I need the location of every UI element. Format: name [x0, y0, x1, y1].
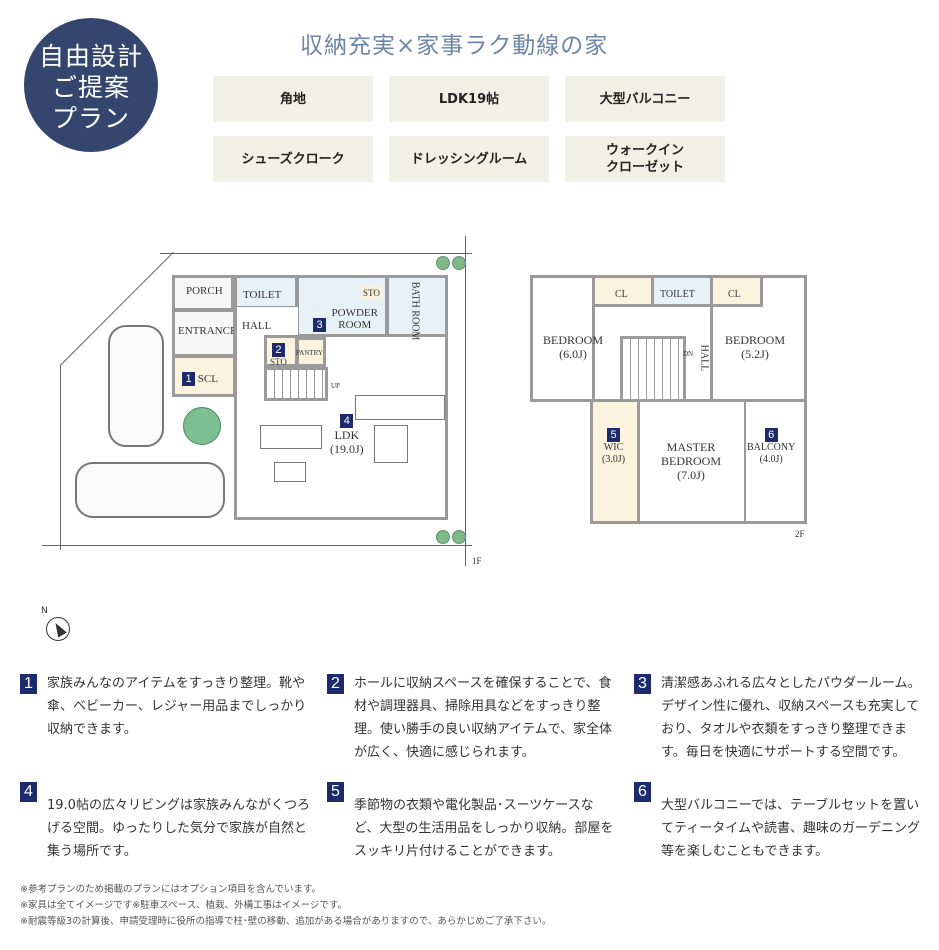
feature-tag: ドレッシングルーム [389, 136, 549, 182]
floor-label: 2F [795, 529, 805, 539]
floor-label: 1F [472, 556, 482, 566]
car-icon [108, 325, 164, 447]
feature-tag: 角地 [213, 76, 373, 122]
car-icon [75, 462, 225, 518]
feature-tag: 大型バルコニー [565, 76, 725, 122]
feature-tag: ウォークイン クローゼット [565, 136, 725, 182]
disclaimer-notes: ※参考プランのため掲載のプランにはオプション項目を含んでいます。 ※家具は全てイ… [20, 884, 552, 927]
compass-icon: N [41, 606, 70, 641]
page-title: 収納充実×家事ラク動線の家 [300, 33, 609, 59]
free-design-badge: 自由設計 ご提案 プラン [24, 18, 158, 152]
tree-icon [183, 407, 221, 445]
feature-tag: LDK19帖 [389, 76, 549, 122]
feature-tag: シューズクローク [213, 136, 373, 182]
